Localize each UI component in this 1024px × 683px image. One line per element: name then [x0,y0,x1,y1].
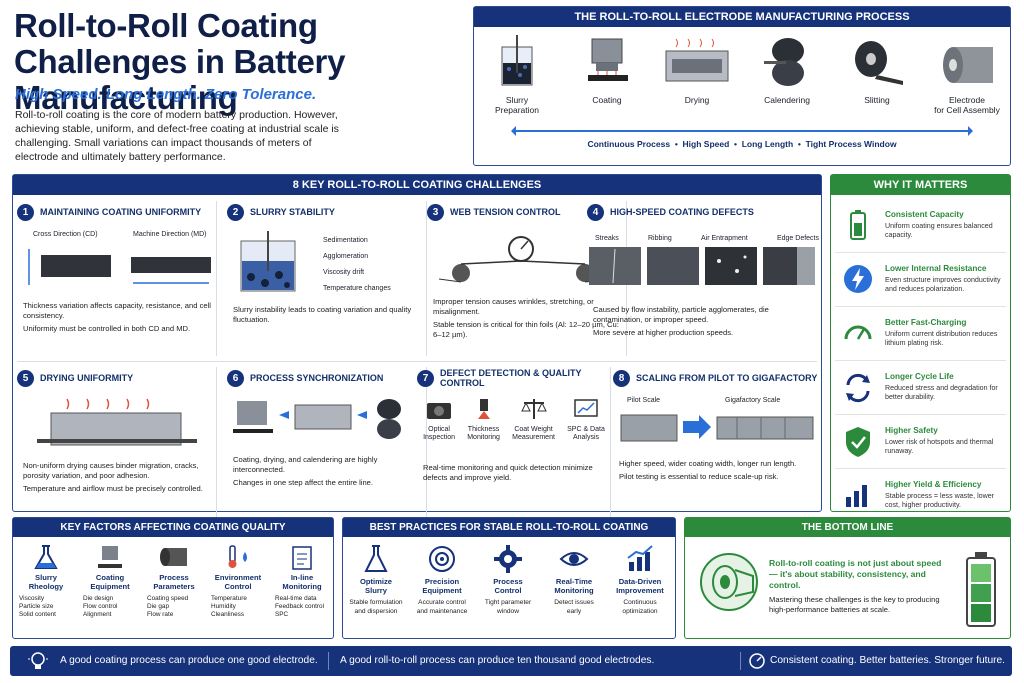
scale-up-diagram [620,414,814,442]
key-factors-panel: KEY FACTORS AFFECTING COATING QUALITY Sl… [12,517,334,639]
electrode-roll-icon [943,47,993,83]
gear-icon [494,545,522,573]
electrode-roll-icon [700,553,758,611]
slurry-beaker-icon [240,231,296,292]
uniformity-diagram [28,249,211,285]
footer-banner: A good coating process can produce one g… [10,646,1012,676]
thickness-monitoring: Thickness Monitoring [467,397,500,442]
bottom-line-title: THE BOTTOM LINE [685,518,1010,537]
camera-icon [427,403,452,419]
challenges-title: 8 KEY ROLL-TO-ROLL COATING CHALLENGES [13,175,821,195]
optical-inspection: Optical Inspection [423,397,455,442]
process-flow-arrow [511,126,973,136]
monitor-chart-icon [574,399,598,417]
page-subtitle: High Speed. Long Length. Zero Tolerance. [15,86,317,103]
footer-right-text: Consistent coating. Better batteries. St… [770,655,1006,666]
clipboard-icon [292,546,312,570]
practice-real-time-monitoring: Real-Time Monitoring Detect issues early [541,544,607,616]
footer-left-text: A good coating process can produce one g… [60,655,318,666]
lightbulb-icon [28,652,48,669]
bottom-line-panel: THE BOTTOM LINE Roll-to-roll coating is … [684,517,1011,639]
process-tags: Continuous Process • High Speed • Long L… [587,139,897,149]
sensor-icon [477,399,490,419]
intro-text: Roll-to-roll coating is the core of mode… [15,109,339,163]
practice-optimize-slurry: Optimize Slurry Stable formulation and d… [343,544,409,616]
why-title: WHY IT MATTERS [831,175,1010,195]
oven-icon [665,38,729,82]
bottom-line-detail: Mastering these challenges is the key to… [769,595,940,614]
step-coating: Coating [572,33,642,123]
cycle-icon [846,373,870,403]
flask-icon [34,545,58,569]
spc-analysis: SPC & Data Analysis [567,397,605,442]
defect-samples [589,247,815,285]
factors-title: KEY FACTORS AFFECTING COATING QUALITY [13,518,333,537]
coat-weight-measurement: Coat Weight Measurement [512,397,555,442]
practice-process-control: Process Control Tight parameter window [475,544,541,616]
battery-icon [966,552,996,627]
bottom-line-statement: Roll-to-roll coating is not just about s… [769,558,942,590]
drying-oven-icon [37,398,197,446]
practice-data-driven: Data-Driven Improvement Continuous optim… [607,544,673,616]
step-slitting: Slitting [842,33,912,123]
step-slurry: Slurry Preparation [482,33,552,123]
coater-icon [588,38,628,81]
thermometer-drop-icon [228,545,247,568]
synchronization-diagram [233,399,401,439]
row-divider [17,361,817,362]
footer-middle-text: A good roll-to-roll process can produce … [340,655,655,666]
step-drying: Drying [662,33,732,123]
page-title: Roll-to-Roll Coating Challenges in Batte… [14,7,346,116]
practices-title: BEST PRACTICES FOR STABLE ROLL-TO-ROLL C… [343,518,675,537]
process-title: THE ROLL-TO-ROLL ELECTRODE MANUFACTURING… [474,7,1010,27]
flask-icon [364,545,388,572]
coating-die-icon [98,546,122,568]
gauge-icon [844,325,872,340]
scale-icon [520,399,547,419]
slitting-roll-icon [855,41,903,85]
bar-chart-icon [846,485,867,507]
roller-icon [160,548,187,566]
lightning-icon [844,265,872,293]
practice-precision-equipment: Precision Equipment Accurate control and… [409,544,475,616]
gauge-icon [749,653,765,669]
eye-icon [559,552,589,566]
growth-chart-icon [627,545,653,571]
step-calendering: Calendering [752,33,822,123]
footer-divider [740,652,741,670]
calender-rollers-icon [764,38,804,86]
battery-icon [850,210,866,240]
footer-divider [328,652,329,670]
target-icon [429,546,455,572]
process-panel: THE ROLL-TO-ROLL ELECTRODE MANUFACTURING… [473,6,1011,166]
beaker-icon [501,35,533,86]
shield-icon [846,427,870,457]
step-electrode: Electrode for Cell Assembly [932,33,1002,123]
best-practices-panel: BEST PRACTICES FOR STABLE ROLL-TO-ROLL C… [342,517,676,639]
